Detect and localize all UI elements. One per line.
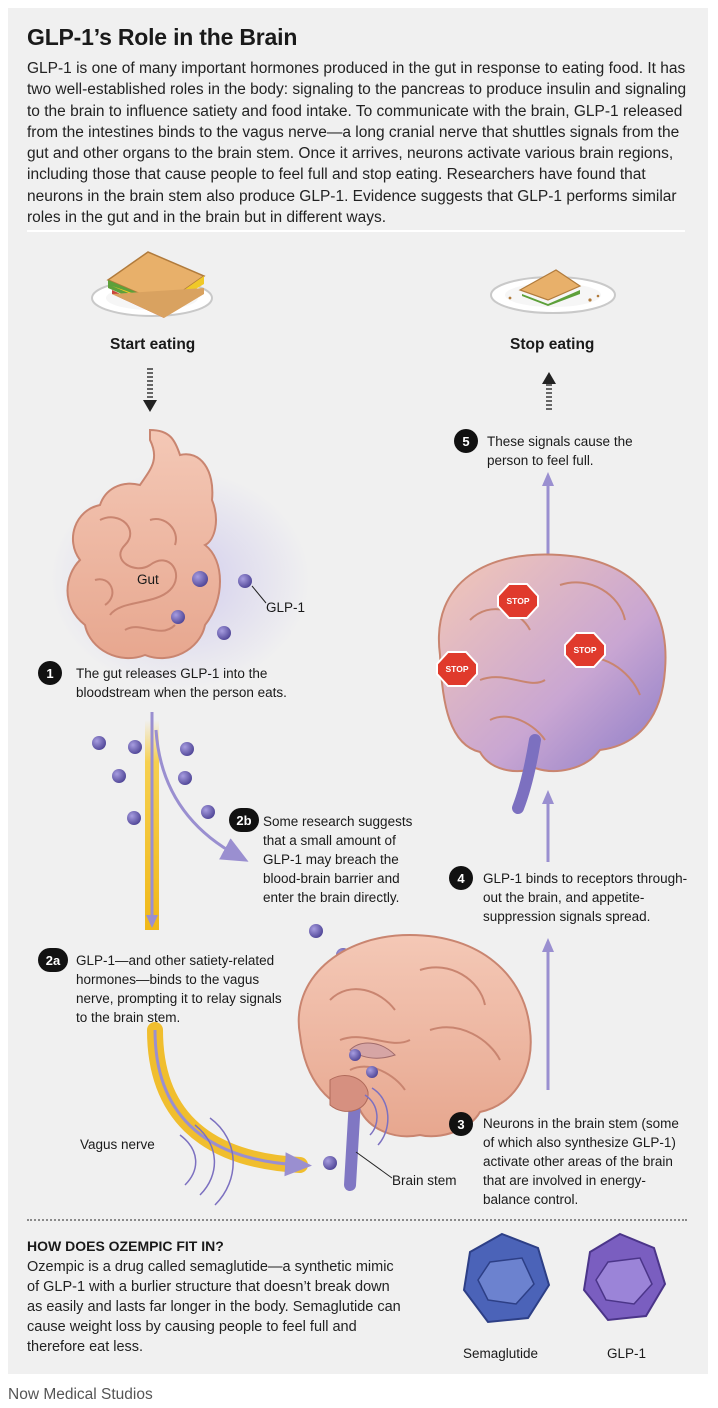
glp1-molecules-gut — [171, 571, 267, 640]
intro-paragraph: GLP-1 is one of many important hormones … — [27, 60, 687, 227]
gut-illustration — [50, 428, 310, 690]
stop-sign: STOP — [436, 651, 478, 687]
lower-brain-illustration — [297, 933, 532, 1191]
stop-sign-text: STOP — [507, 596, 530, 606]
step-2a-badge: 2a — [38, 948, 68, 972]
sandwich-plate-eaten — [490, 269, 616, 314]
brain-stem-label: Brain stem — [392, 1173, 457, 1188]
step-5-text: These signals cause the person to feel f… — [487, 434, 633, 468]
stop-sign: STOP — [564, 632, 606, 668]
stop-sign-text: STOP — [446, 664, 469, 674]
start-arrow — [143, 368, 157, 412]
image-credit: Now Medical Studios — [8, 1386, 153, 1403]
stop-sign: STOP — [497, 583, 539, 619]
section-divider — [27, 1219, 687, 1221]
gut-label: Gut — [137, 572, 159, 587]
ozempic-heading: HOW DOES OZEMPIC FIT IN? — [27, 1238, 224, 1254]
branch-arrow-2b — [154, 729, 249, 862]
upper-brain-illustration: STOP STOP STOP — [436, 553, 667, 814]
stop-sign-text: STOP — [574, 645, 597, 655]
step-5-badge: 5 — [454, 429, 478, 453]
step-1-text: The gut releases GLP-1 into the bloodstr… — [76, 666, 287, 700]
signal-arrows-right — [542, 472, 554, 1090]
glp1-molecule-label: GLP-1 — [607, 1346, 647, 1361]
vagus-nerve-label: Vagus nerve — [80, 1137, 155, 1152]
step-3-badge: 3 — [449, 1112, 473, 1136]
semaglutide-molecule — [462, 1232, 551, 1324]
sandwich-plate-full — [91, 251, 213, 318]
step-4-badge: 4 — [449, 866, 473, 890]
stop-arrow — [542, 372, 556, 410]
vagus-nerve-path — [145, 712, 312, 1206]
step-2b-badge: 2b — [229, 808, 259, 832]
stop-eating-label: Stop eating — [510, 336, 595, 353]
ozempic-text: Ozempic is a drug called semaglutide—a s… — [27, 1259, 401, 1355]
step-4-text: GLP-1 binds to receptors through-out the… — [483, 871, 688, 924]
step-2a-text: GLP-1—and other satiety-related hormones… — [76, 953, 282, 1025]
start-eating-label: Start eating — [110, 336, 196, 353]
glp1-label: GLP-1 — [266, 600, 306, 615]
step-3-text: Neurons in the brain stem (some of which… — [483, 1116, 679, 1207]
figure-title: GLP-1’s Role in the Brain — [27, 24, 298, 50]
semaglutide-label: Semaglutide — [463, 1346, 539, 1361]
step-2b-text: Some research suggests that a small amou… — [263, 814, 413, 905]
glp1-molecule — [582, 1232, 667, 1322]
divider — [27, 230, 685, 232]
step-1-badge: 1 — [38, 661, 62, 685]
